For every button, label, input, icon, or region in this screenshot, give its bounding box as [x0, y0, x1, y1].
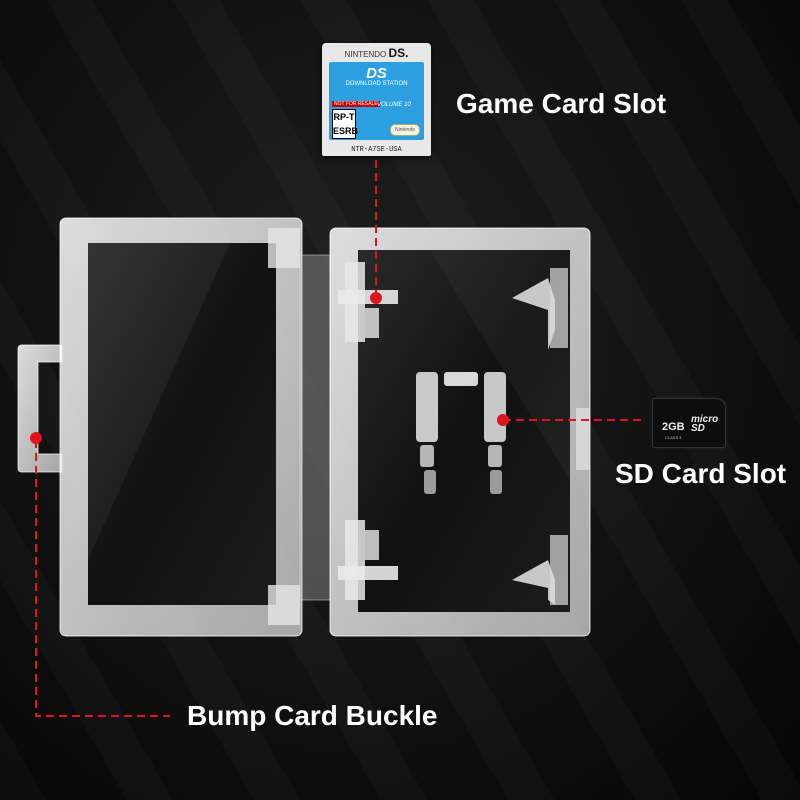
red-dot-marker	[497, 414, 509, 426]
game-card-slot-label: Game Card Slot	[456, 88, 667, 119]
game-card-subtitle: DOWNLOAD STATION	[345, 81, 408, 87]
sd-card-size: 2GB	[662, 421, 685, 433]
red-dot-marker	[370, 292, 382, 304]
game-card-volume: VOLUME 10	[377, 102, 411, 108]
bump-card-buckle-label: Bump Card Buckle	[187, 700, 438, 731]
left-lid	[59, 217, 303, 637]
callout-lines	[35, 160, 646, 717]
sd-card-brand: micro SD	[691, 414, 719, 434]
publisher-logo: Nintendo	[390, 124, 420, 136]
game-card-brand-text: NINTENDO	[344, 50, 387, 59]
hinge	[299, 254, 331, 601]
game-card-brand: NINTENDO DS.	[322, 46, 431, 60]
game-card-brand-suffix: DS.	[388, 46, 409, 60]
micro-sd-card: 2GB micro SD CLASS 4	[652, 398, 726, 448]
game-card-title: DS	[366, 65, 387, 82]
game-card-not-for-resale: NOT FOR RESALE	[332, 101, 380, 107]
game-card: NINTENDO DS. DS DOWNLOAD STATION NOT FOR…	[322, 43, 431, 156]
bump-card-buckle	[17, 344, 63, 473]
sd-card-slot-label: SD Card Slot	[615, 458, 787, 489]
right-tray	[329, 227, 591, 637]
game-card-code: NTR-A7SE-USA	[351, 146, 402, 154]
red-dot-marker	[30, 432, 42, 444]
rating-code: RP-T	[333, 112, 355, 122]
rating-org: ESRB	[333, 126, 359, 136]
game-card-label: DS DOWNLOAD STATION NOT FOR RESALE RP-T …	[329, 62, 424, 140]
sd-card-class: CLASS 4	[665, 435, 682, 440]
game-card-rating: RP-T ESRB	[332, 109, 359, 139]
